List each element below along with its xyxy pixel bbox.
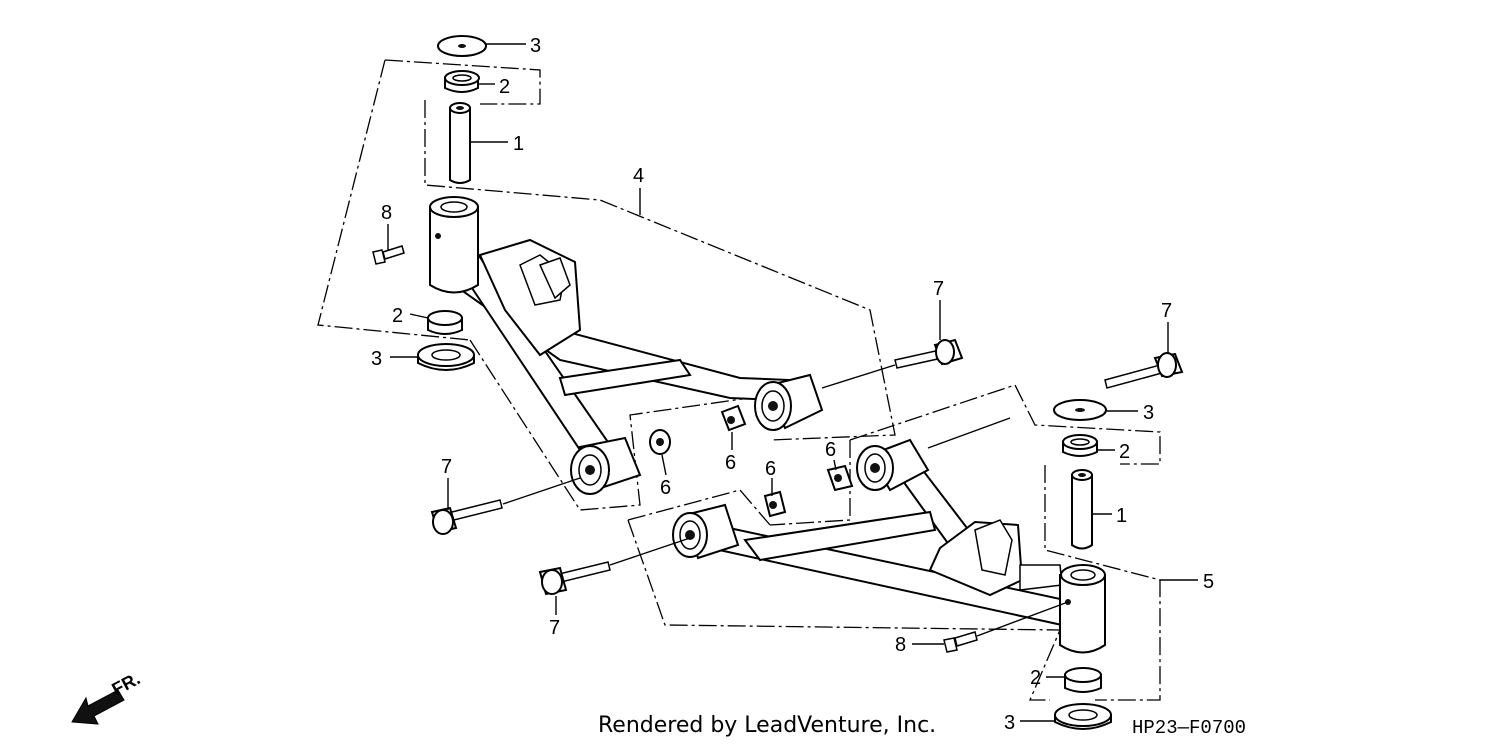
callout-right-collar: 1 <box>1116 505 1127 527</box>
callout-right-washer: 3 <box>1143 402 1154 424</box>
nut-a <box>649 429 671 455</box>
small-bolt-left <box>372 245 405 265</box>
callout-nut-c: 6 <box>765 458 776 480</box>
bushing-left-lower <box>427 310 463 335</box>
callout-top-collar: 1 <box>513 133 524 155</box>
nut-d <box>826 464 854 492</box>
bushing-bottom <box>1064 667 1102 693</box>
callout-bottom-bushing: 2 <box>1030 667 1041 689</box>
leader-lines <box>387 43 1198 722</box>
callout-nut-d: 6 <box>825 439 836 461</box>
diagram-code: HP23—F0700 <box>1132 717 1247 739</box>
callout-bolt-front-right: 7 <box>1161 300 1172 322</box>
callout-bolt-center-lower: 7 <box>549 617 560 639</box>
bolt-center-lower <box>538 561 611 596</box>
bolt-left-lower <box>430 499 503 535</box>
front-direction-indicator: FR. <box>71 668 143 725</box>
callout-nut-b: 6 <box>660 477 671 499</box>
washer-left-lower <box>417 343 475 371</box>
callout-upper-arm: 4 <box>633 165 644 187</box>
bushing-right <box>1062 434 1098 457</box>
callout-nut-a: 6 <box>725 452 736 474</box>
callout-left-bushing-lower: 2 <box>392 305 403 327</box>
callout-right-bolt-small: 8 <box>895 634 906 656</box>
callout-bolt-left-lower: 7 <box>441 456 452 478</box>
footer-credit: Rendered by LeadVenture, Inc. <box>598 713 937 738</box>
callout-right-bushing: 2 <box>1119 441 1130 463</box>
lower-a-arm <box>672 438 1106 654</box>
callout-top-washer: 3 <box>530 35 541 57</box>
callout-left-bolt-small: 8 <box>381 202 392 224</box>
callout-lower-arm: 5 <box>1203 571 1214 593</box>
small-bolt-right <box>943 631 978 653</box>
collar-top <box>449 102 471 184</box>
washer-right <box>1053 399 1107 421</box>
callout-top-bushing: 2 <box>499 76 510 98</box>
front-arrow-icon <box>71 689 125 725</box>
bolt-upper-right <box>894 338 964 369</box>
nut-c <box>763 490 787 518</box>
callout-bottom-washer: 3 <box>1004 712 1015 734</box>
bushing-top <box>444 70 480 93</box>
collar-right <box>1071 469 1093 550</box>
upper-a-arm <box>429 196 824 495</box>
washer-top <box>437 35 487 57</box>
washer-bottom <box>1054 703 1112 730</box>
callout-left-washer-lower: 3 <box>371 348 382 370</box>
nut-b <box>720 404 747 432</box>
bolt-right-top <box>1104 352 1184 389</box>
callout-bolt-front-upper: 7 <box>933 278 944 300</box>
group-boundary-upper-arm <box>317 59 896 511</box>
